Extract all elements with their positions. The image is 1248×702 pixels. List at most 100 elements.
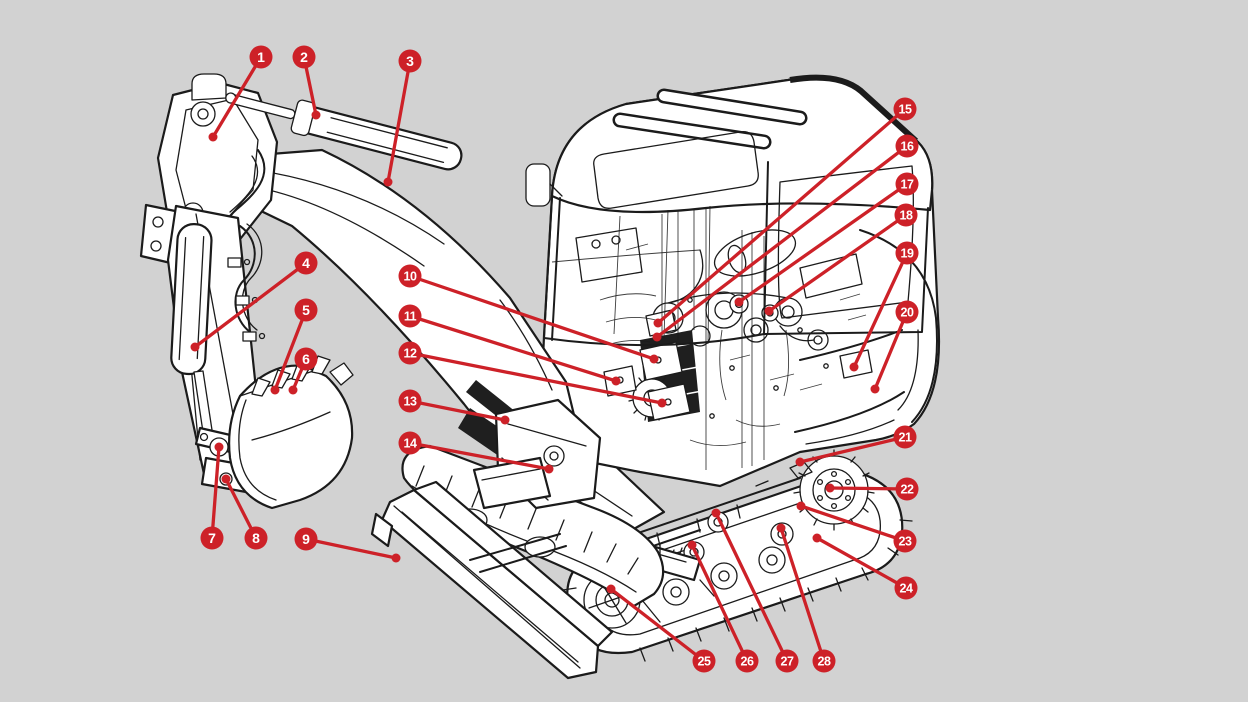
callout-balloon: [895, 300, 919, 324]
callout-5: 5: [270, 298, 318, 395]
callout-target-dot: [500, 415, 510, 425]
callout-4: 4: [190, 251, 318, 352]
callout-number: 19: [901, 247, 914, 261]
boom-head: [139, 73, 279, 266]
callout-26: 26: [687, 540, 759, 673]
callout-number: 25: [698, 655, 711, 669]
callout-number: 17: [901, 178, 914, 192]
callout-19: 19: [849, 241, 919, 372]
callout-target-dot: [214, 442, 224, 452]
callout-target-dot: [611, 376, 621, 386]
sunroof: [593, 131, 759, 209]
callout-number: 10: [404, 270, 417, 284]
callout-number: 8: [252, 530, 260, 546]
callout-number: 5: [302, 302, 310, 318]
callout-balloon: [895, 477, 919, 501]
callout-number: 24: [900, 582, 913, 596]
callout-number: 6: [302, 351, 310, 367]
callout-balloon: [294, 347, 318, 371]
callout-balloon: [398, 341, 422, 365]
upper-body: [525, 74, 941, 488]
callout-leader-line: [690, 543, 749, 663]
callout-number: 23: [899, 535, 912, 549]
callout-balloon: [294, 298, 318, 322]
callout-target-dot: [544, 464, 554, 474]
callout-target-dot: [311, 110, 321, 120]
callout-number: 28: [818, 655, 831, 669]
callout-balloon: [200, 526, 224, 550]
callout-25: 25: [606, 584, 716, 673]
callout-target-dot: [870, 384, 880, 394]
callout-number: 22: [901, 483, 914, 497]
callout-number: 4: [302, 255, 310, 271]
callout-leader-line: [767, 213, 908, 313]
dozer-blade: [370, 480, 614, 680]
callout-target-dot: [208, 132, 218, 142]
callout-target-dot: [221, 474, 231, 484]
callout-number: 11: [404, 310, 417, 324]
callout-18: 18: [764, 203, 918, 316]
callout-12: 12: [398, 341, 667, 408]
hydraulic-hoses: [227, 223, 266, 342]
callout-1: 1: [208, 45, 273, 142]
callout-balloon: [292, 45, 316, 69]
cab-pillars: [543, 161, 929, 347]
callout-target-dot: [391, 553, 401, 563]
callout-27: 27: [711, 508, 799, 673]
callout-8: 8: [221, 474, 268, 550]
callout-target-dot: [849, 362, 859, 372]
callout-target-dot: [812, 533, 822, 543]
callout-balloon: [398, 304, 422, 328]
callout-leader-line: [815, 536, 908, 590]
callout-leader-line: [211, 55, 263, 139]
callout-balloon: [894, 203, 918, 227]
callout-number: 26: [741, 655, 754, 669]
callout-target-dot: [776, 523, 786, 533]
callout-7: 7: [200, 442, 224, 550]
callout-target-dot: [652, 332, 662, 342]
track-rollers: [662, 546, 786, 606]
callout-11: 11: [398, 304, 621, 386]
callout-target-dot: [606, 584, 616, 594]
callout-number: 13: [404, 395, 417, 409]
callout-2: 2: [292, 45, 321, 120]
callout-24: 24: [812, 533, 918, 600]
callout-balloon: [895, 172, 919, 196]
callout-target-dot: [270, 385, 280, 395]
callout-target-dot: [687, 540, 697, 550]
callout-balloon: [893, 425, 917, 449]
callout-target-dot: [288, 385, 298, 395]
callout-number: 21: [899, 431, 912, 445]
callout-leader-line: [408, 441, 551, 471]
callout-number: 1: [257, 49, 265, 65]
callout-balloon: [812, 649, 836, 673]
callout-leader-line: [852, 251, 909, 369]
callout-16: 16: [652, 134, 919, 342]
callout-target-dot: [711, 508, 721, 518]
engine-bay: [575, 204, 873, 470]
callout-leader-line: [873, 310, 909, 391]
callout-balloon: [894, 576, 918, 600]
callout-number: 15: [899, 103, 912, 117]
callout-17: 17: [734, 172, 919, 307]
callout-leader-line: [828, 486, 909, 491]
callout-28: 28: [776, 523, 836, 673]
callout-balloon: [398, 49, 422, 73]
boom-cylinder: [225, 92, 463, 171]
callout-target-dot: [825, 483, 835, 493]
callout-10: 10: [398, 264, 659, 364]
callout-balloon: [398, 389, 422, 413]
callout-20: 20: [870, 300, 919, 394]
callout-balloon: [294, 251, 318, 275]
callout-number: 27: [781, 655, 794, 669]
callout-leader-line: [609, 587, 706, 663]
callout-21: 21: [795, 425, 917, 467]
callout-balloon: [775, 649, 799, 673]
callout-15: 15: [653, 97, 917, 328]
callout-leader-line: [799, 504, 907, 543]
callout-target-dot: [653, 318, 663, 328]
callout-leader-line: [408, 314, 618, 383]
